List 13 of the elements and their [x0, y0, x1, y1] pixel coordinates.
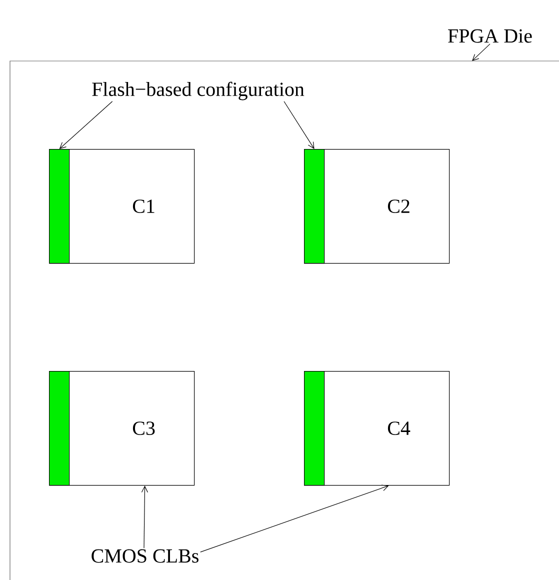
leader-line [472, 44, 490, 61]
flash-strip [49, 149, 70, 264]
label-text: CMOS CLBs [92, 549, 198, 563]
flash-strip [49, 371, 70, 486]
leader-line [141, 486, 148, 548]
leader-line [59, 101, 113, 149]
label-text: Flash−based configuration [92, 82, 304, 100]
leader-line [200, 484, 389, 552]
flash-strip [304, 371, 325, 486]
flash-strip [304, 149, 325, 264]
leader-line [284, 101, 314, 149]
die-outline [10, 60, 559, 580]
label-text: FPGA Die [448, 29, 532, 43]
